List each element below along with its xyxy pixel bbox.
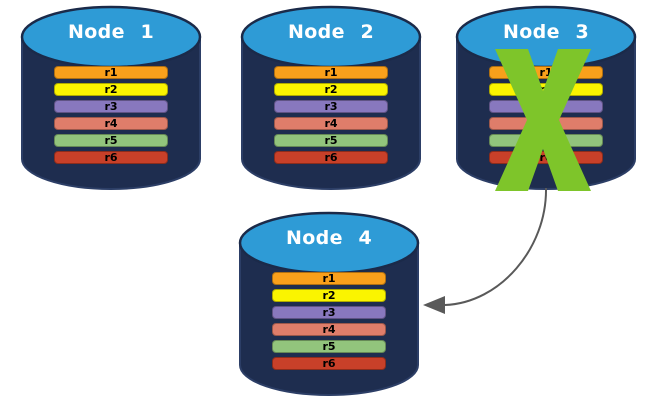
record-label: r3 [322,306,336,319]
record-label: r6 [104,151,118,164]
record-bar-r2: r2 [272,289,386,302]
replication-arrow-icon [423,187,548,314]
record-label: r1 [104,66,118,79]
record-bar-r2: r2 [54,83,168,96]
record-label: r3 [104,100,118,113]
record-bar-r1: r1 [272,272,386,285]
node-label: Node 4 [285,227,373,249]
record-list: r1 r2 r3 r4 r5 r6 [272,272,386,370]
record-label: r4 [324,117,338,130]
record-bar-r2: r2 [274,83,388,96]
record-bar-r3: r3 [274,100,388,113]
node-1: Node 1 r1 r2 r3 r4 r5 r6 [20,5,202,191]
record-label: r5 [324,134,338,147]
record-bar-r6: r6 [272,357,386,370]
node-4: Node 4 r1 r2 r3 r4 r5 r6 [238,211,420,397]
record-bar-r3: r3 [272,306,386,319]
record-label: r6 [322,357,336,370]
node-label: Node 2 [287,21,375,43]
record-bar-r4: r4 [274,117,388,130]
record-label: r2 [322,289,336,302]
record-label: r6 [324,151,338,164]
record-list: r1 r2 r3 r4 r5 r6 [54,66,168,164]
node-2: Node 2 r1 r2 r3 r4 r5 r6 [240,5,422,191]
failure-x-icon [495,49,591,191]
record-bar-r5: r5 [274,134,388,147]
record-label: r6 [539,151,553,164]
record-label: r2 [104,83,118,96]
record-bar-r4: r4 [272,323,386,336]
record-bar-r5: r5 [54,134,168,147]
record-label: r1 [324,66,338,79]
record-label: r2 [324,83,338,96]
record-bar-r1: r1 [274,66,388,79]
record-bar-r4: r4 [54,117,168,130]
record-bar-r5: r5 [272,340,386,353]
record-label: r5 [322,340,336,353]
record-label: r4 [322,323,336,336]
record-label: r5 [104,134,118,147]
record-label: r4 [104,117,118,130]
record-label: r3 [324,100,338,113]
node-3: Node 3 r1 r2 r3 r4 r5 r6 [455,5,637,191]
record-label: r1 [539,66,553,79]
record-bar-r1: r1 [54,66,168,79]
record-list: r1 r2 r3 r4 r5 r6 [274,66,388,164]
record-bar-r6: r6 [274,151,388,164]
record-bar-r3: r3 [54,100,168,113]
record-bar-r6: r6 [54,151,168,164]
node-label: Node 3 [502,21,590,43]
record-label: r1 [322,272,336,285]
node-label: Node 1 [67,21,155,43]
